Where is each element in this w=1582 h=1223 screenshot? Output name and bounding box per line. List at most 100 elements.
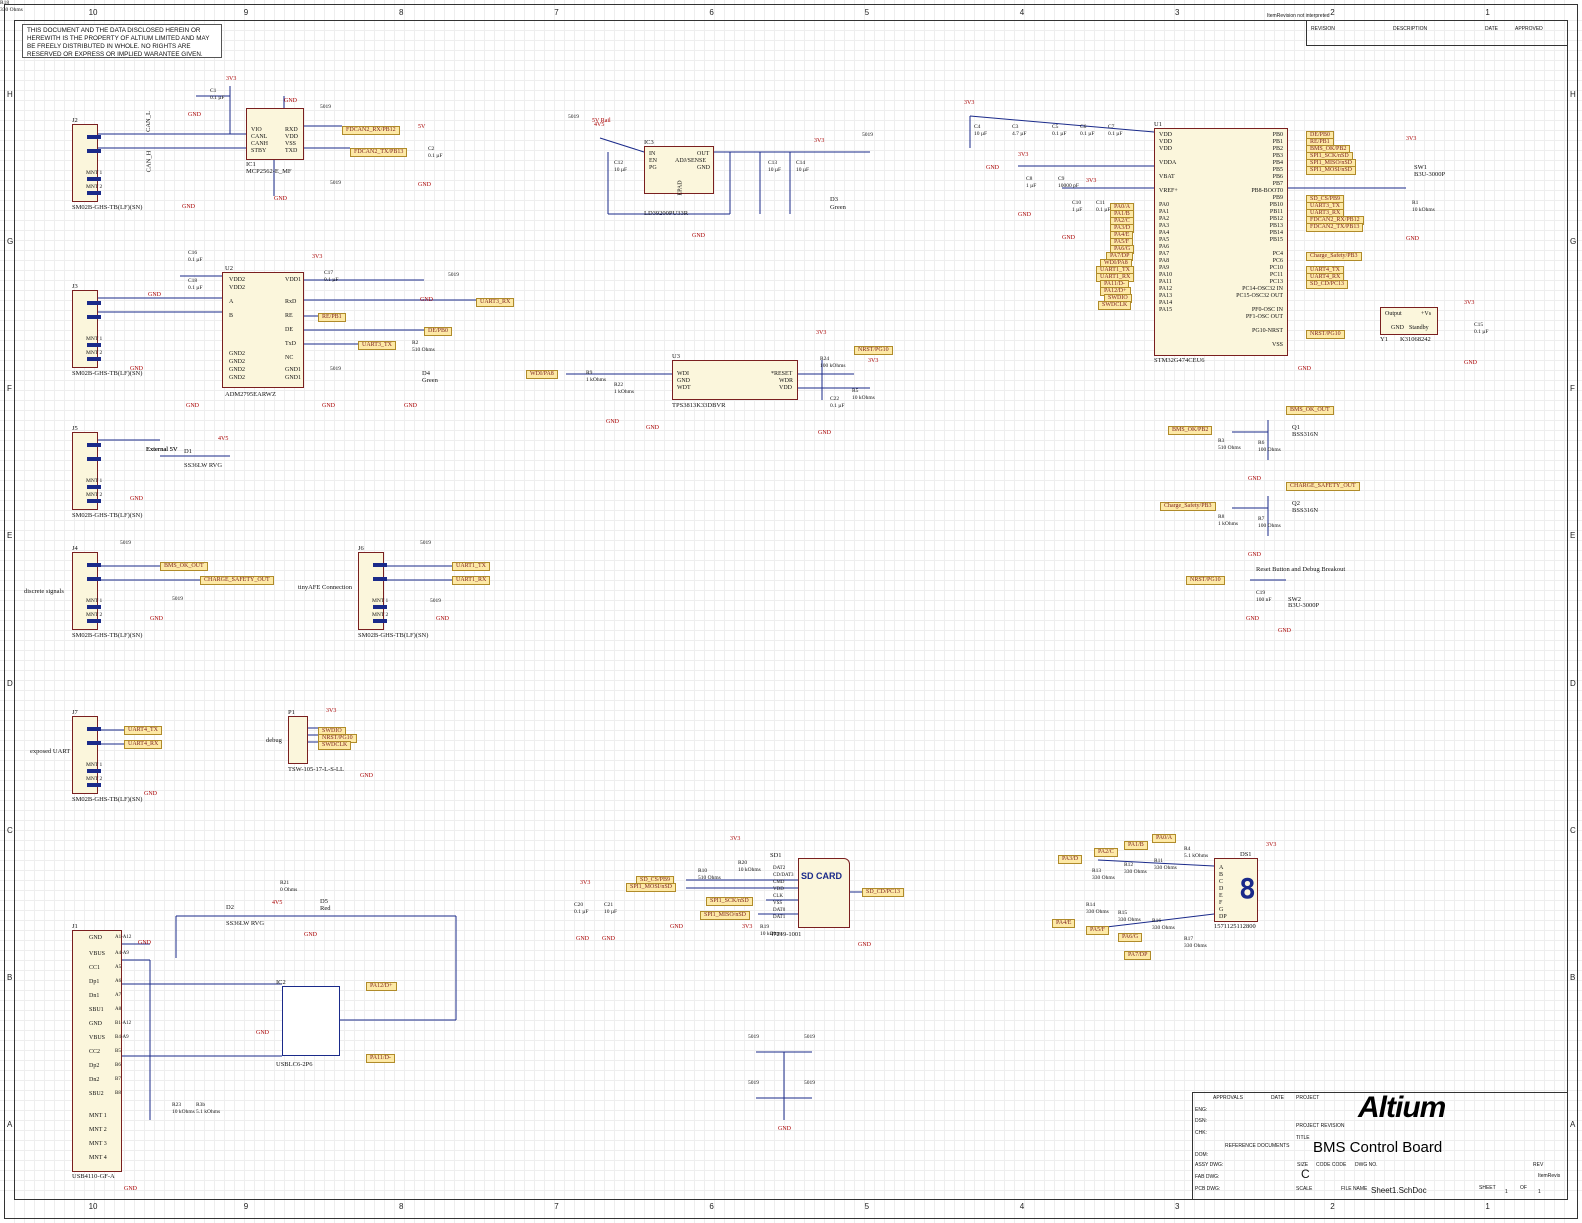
ic3-pin-epad: EPAD — [677, 180, 684, 196]
grid-line — [0, 940, 1582, 941]
net-label-bms_ok_pb2: BMS_OK/PB2 — [1168, 426, 1213, 435]
u1-pin-left: VDD — [1159, 132, 1172, 138]
j1-pin-number: A1-A12 — [115, 935, 132, 940]
part-label: SW1 — [1414, 164, 1427, 171]
part-label: Q1 — [1292, 424, 1300, 431]
grid-line — [954, 0, 955, 1223]
grid-line — [434, 0, 435, 1223]
grid-line — [1144, 0, 1145, 1223]
part-label: B3U-3000P — [1414, 171, 1446, 178]
grid-line — [384, 0, 385, 1223]
u2-part: ADM2795EARWZ — [225, 391, 276, 398]
u1-pin-right: PF0-OSC IN — [1251, 307, 1283, 313]
grid-line — [924, 0, 925, 1223]
jumper-part: 5019 — [172, 596, 183, 602]
grid-line — [0, 410, 1582, 411]
grid-line — [694, 0, 695, 1223]
grid-line — [1554, 0, 1555, 1223]
u1-pin-right: PB5 — [1272, 167, 1283, 173]
sd1-pin: DAT0 — [773, 908, 786, 913]
j1-pin-number: A6 — [115, 979, 122, 984]
power-label: 3V3 — [1464, 300, 1475, 306]
connector-part: SM02B-GHS-TB(LF)(SN) — [72, 632, 143, 639]
passive-ref: C19 — [1256, 590, 1266, 596]
connector-j5 — [72, 432, 101, 510]
ic2-part: USBLC6-2P6 — [276, 1061, 313, 1068]
grid-line — [1524, 0, 1525, 1223]
grid-line — [744, 0, 745, 1223]
j1-pin-label: Dn1 — [89, 993, 100, 999]
passive-value: 0.1 µF — [188, 285, 203, 291]
u1-pin-left: PA6 — [1159, 244, 1170, 250]
passive-ref: C5 — [1052, 124, 1059, 130]
grid-line — [0, 800, 1582, 801]
ground-label: GND — [420, 297, 433, 303]
power-label: 3V3 — [964, 100, 975, 106]
ground-label: GND — [646, 425, 659, 431]
net-label-pa0: PA0/A — [1152, 834, 1177, 843]
passive-ref: R21 — [280, 880, 290, 886]
grid-line — [1224, 0, 1225, 1223]
u1-pin-right: PC15-OSC32 OUT — [1236, 293, 1283, 299]
grid-line — [654, 0, 655, 1223]
grid-line — [214, 0, 215, 1223]
sd1-pin: CD/DAT3 — [773, 873, 794, 878]
y1-pin-output: Output — [1385, 311, 1402, 317]
jumper-part: 5019 — [420, 540, 431, 546]
passive-value: 0.1 µF — [1108, 131, 1123, 137]
zone-bottom-6: 6 — [709, 1202, 714, 1211]
u1-pin-right: PB3 — [1272, 153, 1283, 159]
u2-pin-right: GND1 — [285, 375, 301, 381]
j1-pin-label: GND — [89, 935, 102, 941]
grid-line — [1164, 0, 1165, 1223]
grid-line — [0, 510, 1582, 511]
grid-line — [0, 750, 1582, 751]
j1-part: USB4110-GF-A — [72, 1173, 115, 1180]
grid-line — [0, 600, 1582, 601]
connector-mnt2: MNT 2 — [372, 612, 389, 618]
ic1-part: MCP2562-E_MF — [246, 168, 292, 175]
u1-pin-left: PA1 — [1159, 209, 1170, 215]
j1-ref: J1 — [72, 923, 78, 930]
j1-pin-number: A4-A9 — [115, 951, 129, 956]
j1-pin-number: A7 — [115, 993, 122, 998]
grid-line — [734, 0, 735, 1223]
passive-value: 330 Ohms — [1184, 943, 1207, 949]
y1-pin-vs: +Vs — [1421, 311, 1432, 317]
grid-line — [1064, 0, 1065, 1223]
grid-line — [234, 0, 235, 1223]
passive-value: 1 kOhms — [1218, 521, 1239, 527]
j1-pin-label: CC2 — [89, 1049, 101, 1055]
u3-pin-gnd: GND — [677, 378, 690, 384]
grid-line — [0, 920, 1582, 921]
grid-line — [0, 1040, 1582, 1041]
grid-line — [964, 0, 965, 1223]
grid-line — [1444, 0, 1445, 1223]
grid-line — [914, 0, 915, 1223]
connector-pin — [87, 149, 101, 153]
zone-top-3: 3 — [1175, 8, 1180, 17]
connector-j7 — [72, 716, 101, 794]
ground-label: GND — [150, 616, 163, 622]
connector-pin — [373, 619, 387, 623]
passive-ref: R19 — [760, 924, 770, 930]
grid-line — [854, 0, 855, 1223]
grid-line — [624, 0, 625, 1223]
ic1-pin-vio: VIO — [251, 127, 262, 133]
u2-pin-left: A — [229, 299, 234, 305]
connector-note: exposed UART — [30, 748, 71, 755]
net-label-pa1: PA1/B — [1124, 841, 1148, 850]
zone-top-4: 4 — [1019, 8, 1025, 17]
zone-top-2: 2 — [1330, 8, 1335, 17]
u2-pin-right: RE — [285, 313, 293, 319]
passive-ref: C7 — [1108, 124, 1115, 130]
tb-approvals: APPROVALS — [1213, 1095, 1243, 1101]
u1-pin-right: PB6 — [1272, 174, 1283, 180]
zone-left-E: E — [7, 531, 13, 541]
grid-line — [0, 350, 1582, 351]
jumper-part: 5019 — [320, 104, 331, 110]
ground-label: GND — [576, 936, 589, 942]
tb-file-label: FILE NAME — [1341, 1186, 1368, 1192]
jumper-part: 5019 — [862, 132, 873, 138]
u1-pin-left: PA12 — [1159, 286, 1173, 292]
